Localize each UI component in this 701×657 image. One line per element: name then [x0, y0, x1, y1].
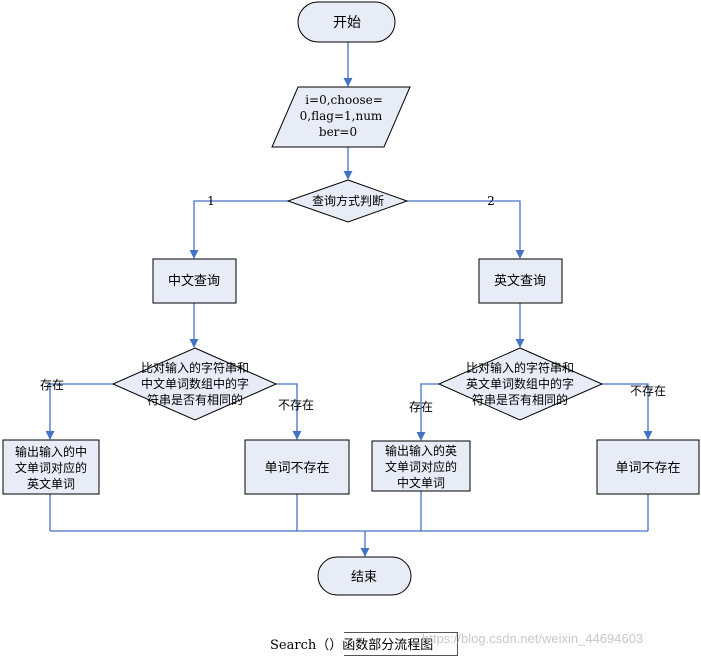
word-missing-box-right [596, 439, 700, 495]
output-chinese-line2: 文单词对应的 [385, 459, 457, 474]
left-exists-label: 存在 [40, 378, 64, 392]
compare-english-line1: 比对输入的字符串和 [466, 360, 574, 375]
output-english-line2: 文单词对应的 [15, 460, 87, 475]
watermark: https://blog.csdn.net/weixin_44694603 [422, 631, 644, 646]
start-label: 开始 [333, 15, 361, 31]
output-chinese-line1: 输出输入的英 [385, 443, 457, 458]
connector-branch-2 [407, 200, 525, 259]
init-label-line1: i=0,choose= [305, 93, 383, 107]
english-query-box [478, 258, 563, 304]
init-label-line2: 0,flag=1,num [300, 109, 383, 123]
start-terminal [297, 1, 396, 43]
compare-english-line3: 符串是否有相同的 [472, 392, 568, 407]
chinese-query-box [152, 258, 237, 304]
right-exists-label: 存在 [409, 400, 433, 414]
word-missing-box-left [244, 439, 350, 495]
output-english-line1: 输出输入的中 [15, 444, 87, 459]
word-missing-label-left: 单词不存在 [264, 461, 329, 476]
word-missing-label-right: 单词不存在 [615, 461, 680, 476]
compare-english-decision [437, 347, 604, 421]
compare-chinese-line1: 比对输入的字符串和 [141, 360, 249, 375]
query-mode-label: 查询方式判断 [312, 193, 384, 208]
connector-right-not-exists [602, 383, 653, 440]
caption-frame [344, 632, 458, 656]
connector-branch-1 [189, 200, 288, 259]
english-query-label: 英文查询 [494, 274, 546, 289]
compare-chinese-line2: 中文单词数组中的字 [141, 376, 249, 391]
caption: Search（）函数部分流程图 [270, 638, 434, 653]
output-chinese-word-box [371, 440, 471, 492]
end-label: 结束 [351, 570, 377, 585]
compare-chinese-decision [111, 347, 278, 421]
connector-left-not-exists [276, 383, 302, 440]
init-parallelogram [271, 86, 411, 148]
output-english-word-box [2, 439, 100, 495]
left-not-exists-label: 不存在 [278, 398, 314, 412]
end-terminal [317, 556, 412, 596]
init-label-line3: ber=0 [319, 125, 357, 139]
connector-left-exists [45, 383, 113, 440]
chinese-query-label: 中文查询 [168, 274, 220, 289]
compare-chinese-line3: 符串是否有相同的 [147, 392, 243, 407]
branch-1-label: 1 [207, 194, 215, 208]
query-mode-decision [286, 179, 409, 223]
output-chinese-line3: 中文单词 [397, 475, 445, 490]
right-not-exists-label: 不存在 [630, 384, 666, 398]
branch-2-label: 2 [487, 194, 495, 208]
connector-right-exists [416, 383, 439, 441]
compare-english-line2: 英文单词数组中的字 [466, 376, 574, 391]
output-english-line3: 英文单词 [27, 476, 75, 491]
